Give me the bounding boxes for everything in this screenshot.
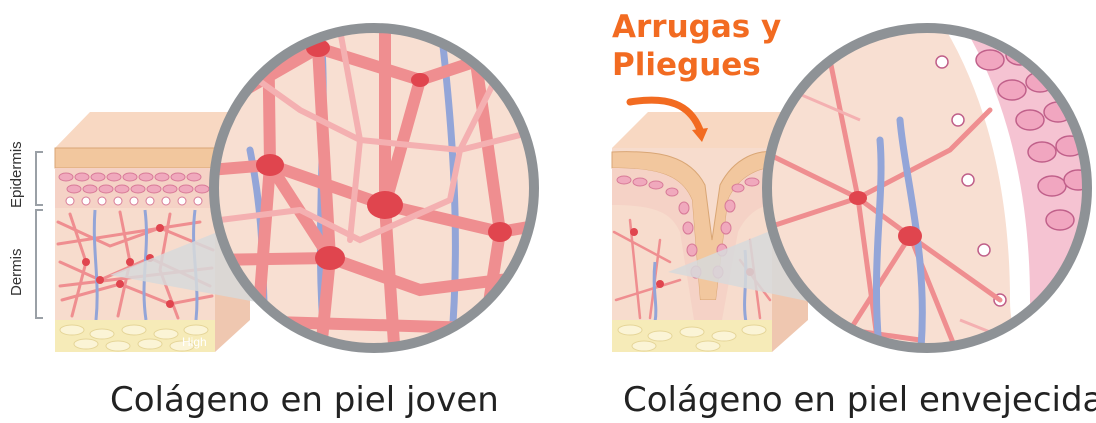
callout-line-1: Arrugas y (612, 8, 781, 46)
epidermis-label: Epidermis (8, 141, 25, 208)
aged-skin-caption: Colágeno en piel envejecida (623, 380, 1096, 420)
young-skin-caption: Colágeno en piel joven (110, 380, 499, 420)
dermis-label: Dermis (8, 249, 25, 297)
fat-label: High (182, 335, 207, 349)
wrinkles-callout: Arrugas y Pliegues (612, 8, 781, 84)
aged-collagen-lens (760, 20, 1096, 360)
callout-line-2: Pliegues (612, 46, 781, 84)
